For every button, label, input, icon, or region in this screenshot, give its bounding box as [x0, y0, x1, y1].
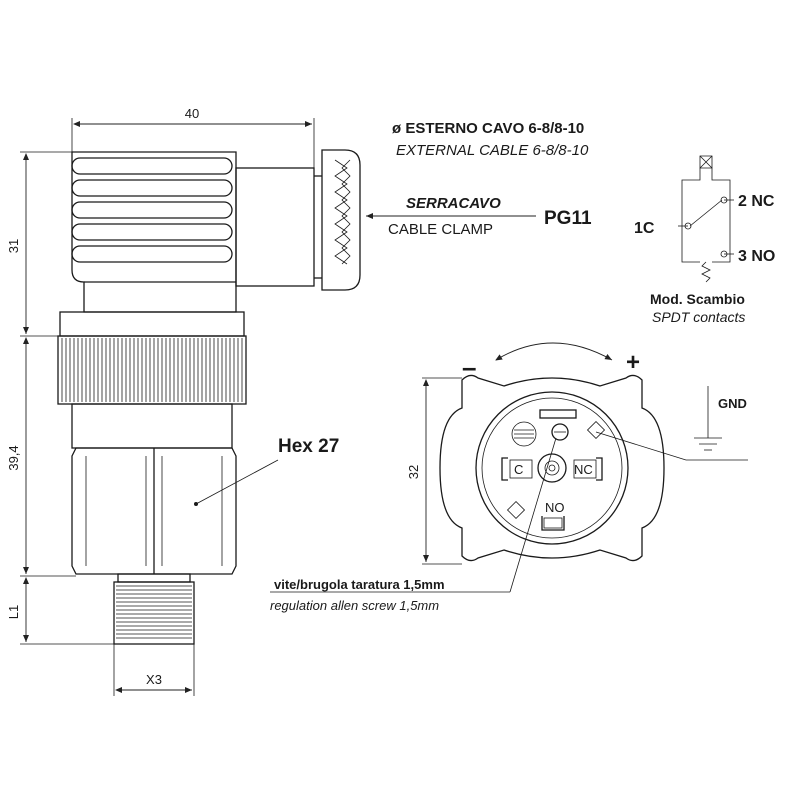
- hex-label: Hex 27: [278, 436, 339, 457]
- dim-thread: X3: [113, 644, 195, 696]
- clamp-size-label: PG11: [544, 208, 592, 229]
- cable-callout: ø ESTERNO CAVO 6-8/8-10 EXTERNAL CABLE 6…: [392, 120, 589, 159]
- connector-head: [71, 149, 361, 313]
- contact-c: 1C: [634, 220, 655, 237]
- sensor-body: [57, 311, 247, 645]
- dim-label-39-4: 39,4: [6, 445, 21, 470]
- thread-stem: [113, 573, 195, 645]
- grip-ridges: [71, 157, 233, 263]
- contacts-title-en: SPDT contacts: [652, 309, 745, 325]
- pin-nc-label: NC: [574, 462, 593, 477]
- knurl-lines: [61, 338, 243, 402]
- dim-label-l1: L1: [6, 605, 21, 619]
- rotate-plus: +: [626, 349, 640, 376]
- dim-label-x3: X3: [146, 672, 162, 687]
- dim-top-width: 40: [71, 106, 315, 168]
- clamp-label-en: CABLE CLAMP: [388, 221, 493, 238]
- clamp-callout: SERRACAVO CABLE CLAMP PG11: [366, 195, 592, 238]
- face-view: – + C NC NO GND: [270, 342, 748, 613]
- clamp-label-it: SERRACAVO: [406, 195, 501, 212]
- hex-callout: Hex 27: [194, 436, 339, 506]
- cable-title-en: EXTERNAL CABLE 6-8/8-10: [396, 142, 589, 159]
- contact-no: 3 NO: [738, 248, 775, 265]
- dim-left-heights: 31 39,4 L1: [6, 151, 114, 645]
- pin-c-label: C: [514, 462, 523, 477]
- dim-label-31: 31: [6, 239, 21, 253]
- cable-gland: [235, 149, 361, 291]
- spdt-schematic: 2 NC 1C 3 NO Mod. Scambio SPDT contacts: [634, 155, 775, 325]
- pin-no-label: NO: [545, 500, 565, 515]
- flange: [59, 311, 245, 337]
- contacts-title-it: Mod. Scambio: [650, 291, 745, 307]
- dim-label-32: 32: [406, 465, 421, 479]
- rotate-minus: –: [462, 352, 476, 382]
- gnd-label: GND: [718, 396, 747, 411]
- dim-label-40: 40: [185, 106, 199, 121]
- screw-label-en: regulation allen screw 1,5mm: [270, 598, 439, 613]
- screw-label-it: vite/brugola taratura 1,5mm: [274, 577, 445, 592]
- contact-nc: 2 NC: [738, 193, 775, 210]
- hex-nut: [71, 447, 237, 575]
- cable-title-it: ø ESTERNO CAVO 6-8/8-10: [392, 120, 584, 137]
